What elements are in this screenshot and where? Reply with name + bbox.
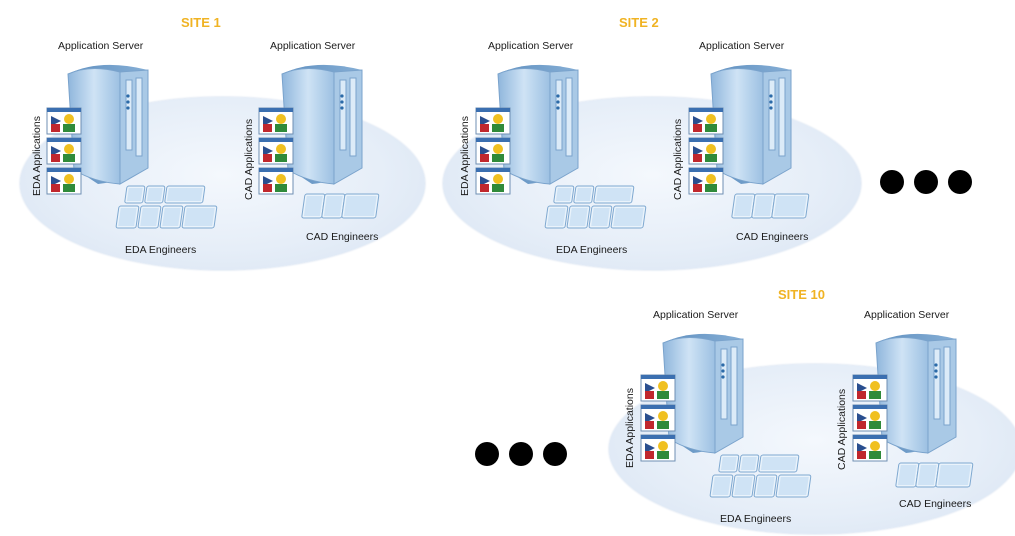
site-10-eda-server-icon	[662, 333, 744, 454]
site-1-eda-apps-label: EDA Applications	[31, 116, 43, 196]
site-1-eda-apps-icon	[46, 107, 82, 195]
site-10-cad-apps-icon	[852, 374, 888, 462]
site-10-eda-engineers-icon	[709, 454, 812, 498]
site-2-cad-server-icon	[710, 64, 792, 185]
site-2-cad-apps-label: CAD Applications	[672, 118, 684, 200]
ellipsis-dot	[543, 442, 567, 466]
site-2-title: SITE 2	[619, 15, 659, 30]
site-2-cad-engineers-label: CAD Engineers	[736, 231, 809, 243]
site-1-cad-engineers-label: CAD Engineers	[306, 231, 379, 243]
site-10-cad-server-icon	[875, 333, 957, 454]
site-10-eda-apps-icon	[640, 374, 676, 462]
site-1-cad-apps-label: CAD Applications	[243, 118, 255, 200]
more-sites-ellipsis-top	[880, 170, 972, 194]
site-1-cad-engineers-icon	[301, 193, 380, 219]
site-2-eda-server-icon	[497, 64, 579, 185]
site-10-title: SITE 10	[778, 287, 825, 302]
site-2-cad-engineers-icon	[731, 193, 810, 219]
site-10-cad-apps-label: CAD Applications	[836, 388, 848, 470]
site-10-cad-server-label: Application Server	[864, 309, 950, 321]
site-2-eda-server-label: Application Server	[488, 40, 574, 52]
ellipsis-dot	[880, 170, 904, 194]
site-1-eda-server-label: Application Server	[58, 40, 144, 52]
site-10-cad-engineers-icon	[895, 462, 974, 488]
site-10-eda-engineers-label: EDA Engineers	[720, 513, 792, 525]
site-10-eda-server-label: Application Server	[653, 309, 739, 321]
site-1-cad-server-label: Application Server	[270, 40, 356, 52]
site-2-eda-engineers-label: EDA Engineers	[556, 244, 628, 256]
site-2-cad-server-label: Application Server	[699, 40, 785, 52]
ellipsis-dot	[475, 442, 499, 466]
site-2-eda-apps-icon	[475, 107, 511, 195]
ellipsis-dot	[509, 442, 533, 466]
site-1-eda-engineers-label: EDA Engineers	[125, 244, 197, 256]
site-1-eda-engineers-icon	[115, 185, 218, 229]
site-1-cad-server-icon	[281, 64, 363, 185]
site-10-cad-engineers-label: CAD Engineers	[899, 498, 972, 510]
site-2-eda-apps-label: EDA Applications	[459, 116, 471, 196]
ellipsis-dot	[914, 170, 938, 194]
site-2-cad-apps-icon	[688, 107, 724, 195]
more-sites-ellipsis-bottom	[475, 442, 567, 466]
site-2-eda-engineers-icon	[544, 185, 647, 229]
ellipsis-dot	[948, 170, 972, 194]
site-1-title: SITE 1	[181, 15, 221, 30]
site-1-cad-apps-icon	[258, 107, 294, 195]
site-10-eda-apps-label: EDA Applications	[624, 388, 636, 468]
